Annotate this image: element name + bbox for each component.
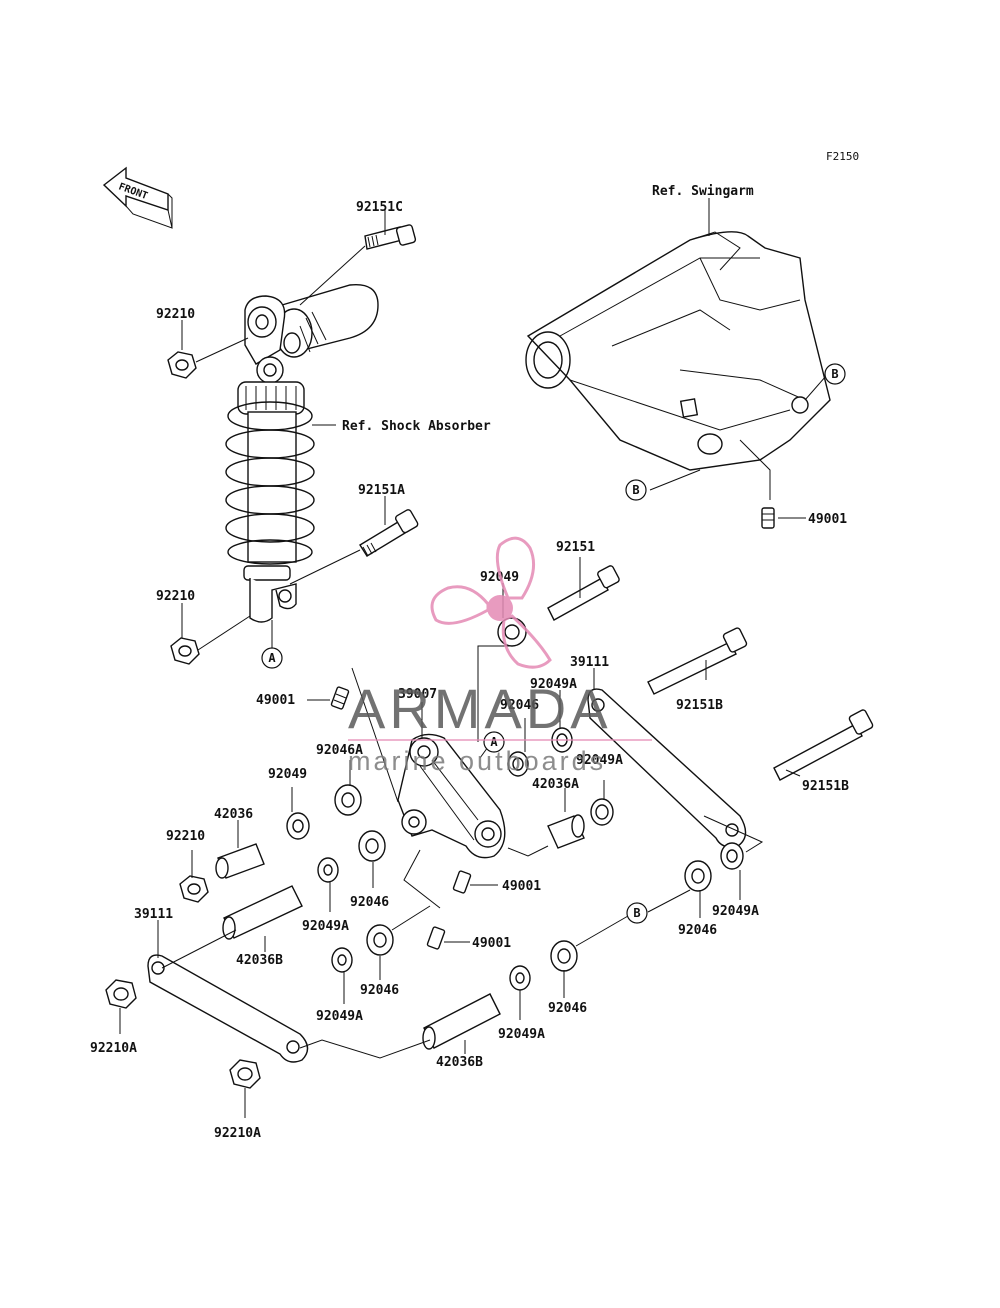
part-label: 92046 (678, 923, 717, 938)
watermark-brand: ARMADA (348, 677, 612, 740)
part-label: 92210 (166, 829, 205, 844)
watermark: ARMADA marine outboards (348, 536, 652, 776)
marker-b-swingarm-right-text: B (831, 367, 838, 381)
part-label: 39111 (134, 907, 173, 922)
tie-rod-39111-left (147, 954, 309, 1063)
bolt-92151 (547, 565, 620, 621)
bolt-92151c (364, 224, 417, 250)
washer-92049a-6 (509, 965, 531, 991)
part-label: 92049A (530, 677, 577, 692)
part-label: 39111 (570, 655, 609, 670)
washer-92049a-4 (331, 947, 353, 973)
part-label: 49001 (472, 936, 511, 951)
bearing-92046-3 (366, 924, 394, 956)
part-label: 49001 (256, 693, 295, 708)
part-label: 92049A (302, 919, 349, 934)
marker-a-shock: A (261, 647, 283, 669)
watermark-tagline: marine outboards (348, 746, 606, 776)
marker-b-swingarm-bottom-text: B (632, 483, 639, 497)
part-label: 92151C (356, 200, 403, 215)
marker-a-rocker: A (483, 731, 505, 753)
marker-b-swingarm-right: B (824, 363, 846, 385)
washer-92049a-5 (720, 842, 744, 870)
part-label: 92210 (156, 589, 195, 604)
sleeve-42036b-right (422, 993, 501, 1050)
nut-92210-lower (170, 637, 200, 665)
part-label: 92049A (498, 1027, 545, 1042)
rocker-arm-39007 (397, 733, 506, 859)
marker-a-rocker-text: A (490, 735, 498, 749)
part-label: 92049A (316, 1009, 363, 1024)
part-label: 39007 (398, 687, 437, 702)
marker-a-shock-text: A (268, 651, 276, 665)
grease-nipple-49001-lower (426, 926, 446, 950)
part-label: 42036A (532, 777, 579, 792)
propeller-logo-icon (430, 536, 552, 669)
ref-swingarm-label: Ref. Swingarm (652, 184, 754, 199)
part-label: 92046A (316, 743, 363, 758)
front-arrow-icon: FRONT (102, 166, 173, 229)
bolt-92151b-right (773, 709, 874, 781)
part-label: 42036B (236, 953, 283, 968)
figure-code: F2150 (826, 150, 859, 163)
tie-rod-39111-right (587, 688, 747, 848)
part-label: 49001 (808, 512, 847, 527)
part-label: 92151B (676, 698, 723, 713)
part-label: 92049A (712, 904, 759, 919)
ref-shock-absorber-label: Ref. Shock Absorber (342, 419, 491, 434)
part-label: 92210A (214, 1126, 261, 1141)
part-label: 42036 (214, 807, 253, 822)
part-label: 92049 (268, 767, 307, 782)
part-label: 92046 (360, 983, 399, 998)
part-label: 92046 (350, 895, 389, 910)
shock-absorber (225, 283, 379, 623)
nut-92210a-bottom (229, 1059, 261, 1089)
part-label: 92046 (500, 698, 539, 713)
part-label: 92151A (358, 483, 405, 498)
part-label: 42036B (436, 1055, 483, 1070)
bearing-92046-2 (358, 830, 386, 862)
bearing-92046-4 (684, 860, 712, 892)
grease-nipple-49001-left (330, 686, 350, 710)
washer-92049a-2 (590, 798, 614, 826)
bolt-92151b-upper (647, 627, 748, 695)
part-label: 49001 (502, 879, 541, 894)
marker-b-lower-text: B (633, 906, 640, 920)
part-label: 92151 (556, 540, 595, 555)
nut-92210-top (167, 351, 197, 379)
nut-92210-rocker (179, 875, 209, 903)
part-label: 92210 (156, 307, 195, 322)
grease-nipple-49001-center (452, 870, 472, 894)
bearing-92046-1 (507, 751, 529, 777)
part-label: 92046 (548, 1001, 587, 1016)
sleeve-42036 (215, 843, 265, 879)
bearing-92046-5 (550, 940, 578, 972)
bolt-92151a (359, 509, 419, 557)
washer-92049-left (286, 812, 310, 840)
sleeve-42036a (547, 814, 585, 849)
bearing-92046a (334, 784, 362, 816)
nut-92210a-left (105, 979, 137, 1009)
marker-b-swingarm-bottom: B (625, 479, 647, 501)
leader-lines (119, 198, 827, 1118)
marker-b-lower: B (626, 902, 648, 924)
part-label: 92151B (802, 779, 849, 794)
swingarm (525, 231, 831, 500)
grease-nipple-49001-swingarm (761, 507, 775, 529)
part-label: 92049A (576, 753, 623, 768)
part-label: 92210A (90, 1041, 137, 1056)
washer-92049a-3 (317, 857, 339, 883)
sleeve-42036b-left (222, 885, 303, 940)
